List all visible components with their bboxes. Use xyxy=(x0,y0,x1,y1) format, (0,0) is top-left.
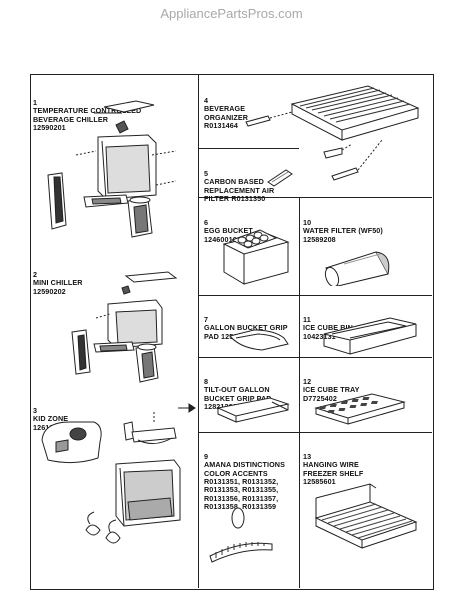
row-divider xyxy=(198,295,432,296)
egg-bucket-illustration xyxy=(210,222,296,292)
grip-pad-illustration xyxy=(226,326,292,354)
ice-cube-tray-illustration xyxy=(308,390,418,428)
kid-zone-illustration xyxy=(34,412,196,584)
air-filter-illustration xyxy=(264,166,296,188)
diagram-frame xyxy=(30,74,434,590)
wire-freezer-shelf-illustration xyxy=(304,478,428,578)
ice-cube-bin-illustration xyxy=(320,314,422,358)
row-divider xyxy=(198,432,432,433)
tilt-out-grip-pad-illustration xyxy=(212,392,296,428)
row-divider xyxy=(198,197,432,198)
mini-chiller-illustration xyxy=(36,268,196,388)
beverage-chiller-illustration xyxy=(36,95,196,245)
color-accents-illustration xyxy=(202,500,298,586)
row-divider xyxy=(198,357,432,358)
arrow-icon xyxy=(176,403,196,413)
row-divider xyxy=(198,148,299,149)
watermark: AppliancePartsPros.com xyxy=(160,6,303,21)
column-divider xyxy=(198,74,199,588)
beverage-organizer-illustration xyxy=(232,80,430,198)
column-divider xyxy=(299,197,300,588)
water-filter-illustration xyxy=(314,246,414,286)
